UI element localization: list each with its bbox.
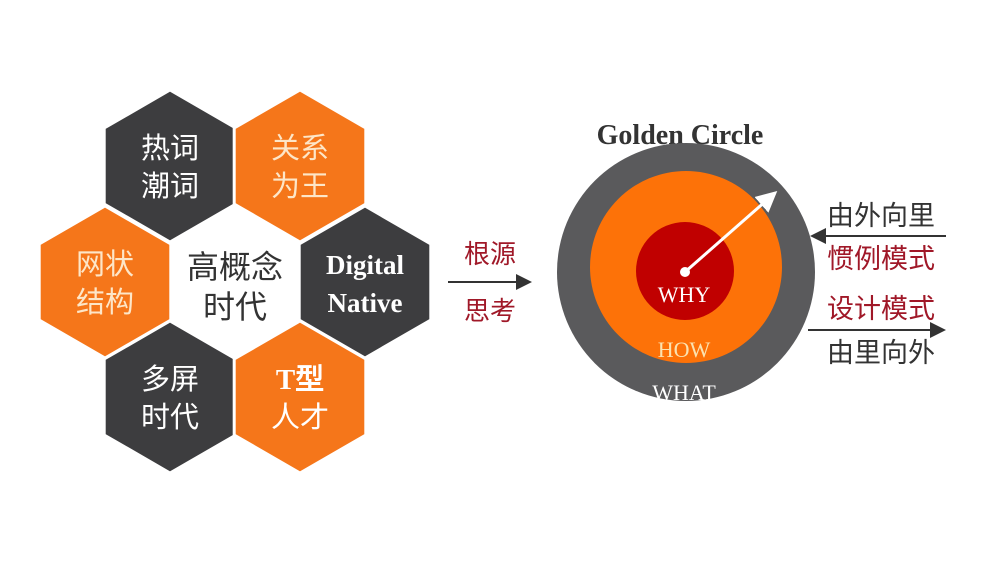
outward-direction-label: 由里向外 [827,338,935,369]
hexagon-label: 网状 [76,247,134,281]
what-label: WHAT [652,380,716,405]
hexagon-label: 关系 [271,131,329,165]
radius-arrow [684,191,778,274]
why-label: WHY [658,282,711,307]
hexagon-label: T型 [276,363,324,396]
hexagon-label: Digital [326,250,404,280]
hexagon-label: 时代 [141,400,199,434]
hexagon-label: 潮词 [141,169,199,203]
how-label: HOW [658,337,711,362]
inward-direction-label: 由外向里 [827,201,935,232]
hexagon-label: 人才 [271,400,329,434]
hexagon-label: 热词 [141,131,199,165]
hexagon-label: 多屏 [141,362,199,396]
hexagon-shape [232,319,368,475]
center-line-1: 高概念 [187,248,283,286]
center-dot [680,267,690,277]
inward-mode-label: 惯例模式 [827,244,935,275]
hexagon-label: Native [328,288,403,318]
connector: 根源 思考 [448,240,532,327]
direction-labels: 由外向里 惯例模式 设计模式 由里向外 [808,201,946,369]
center-line-2: 时代 [203,288,267,326]
hexagon-label: 为王 [271,169,329,203]
center-label: 高概念 时代 [187,248,283,326]
connector-bottom-label: 思考 [464,297,516,327]
golden-circle: Golden Circle WHY HOW WHAT [557,120,815,405]
hexagon-label: 结构 [76,285,134,319]
outward-mode-label: 设计模式 [827,294,935,325]
connector-top-label: 根源 [464,240,516,270]
